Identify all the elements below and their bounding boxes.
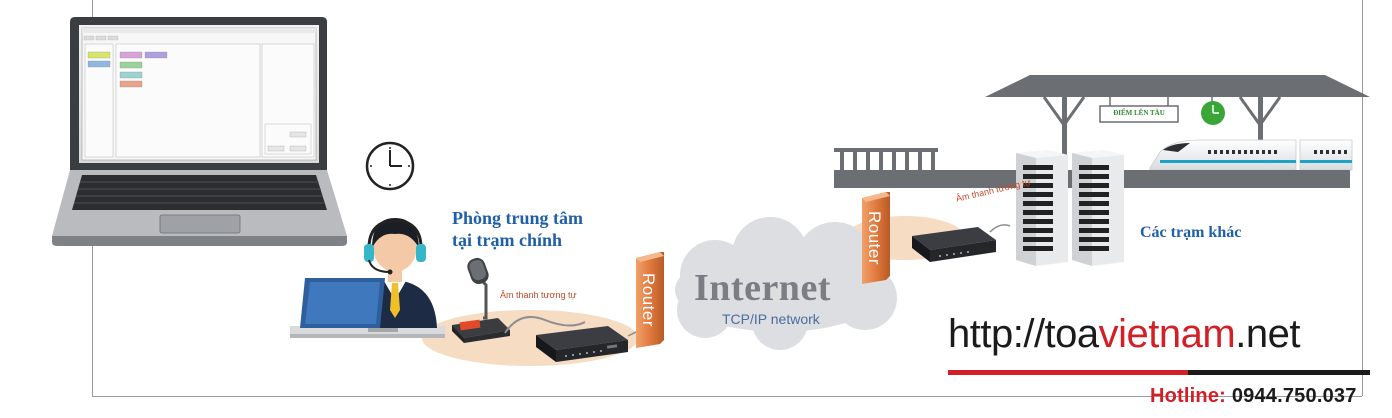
- touchpad: [159, 214, 241, 234]
- train: [1149, 139, 1297, 171]
- ip-audio-interface-left: [536, 326, 628, 362]
- desk-monitor: [300, 278, 398, 332]
- clock-icon: [365, 141, 415, 191]
- url-suffix: .net: [1235, 312, 1300, 356]
- hotline-label: Hotline:: [1150, 385, 1227, 407]
- laptop: [52, 17, 347, 246]
- router-right-label: Router: [865, 211, 884, 265]
- website-url[interactable]: http://toavietnam.net: [948, 312, 1300, 357]
- central-station-line2: tại trạm chính: [452, 230, 562, 250]
- other-stations-label: Các trạm khác: [1140, 224, 1242, 241]
- frame-right-line: [1362, 0, 1363, 396]
- internet-cloud: [675, 217, 897, 350]
- paging-microphone: [452, 257, 510, 343]
- router-left: [636, 252, 664, 348]
- central-station-line1: Phòng trung tâm: [452, 208, 584, 228]
- router-left-label: Router: [639, 273, 658, 327]
- url-underline-red: [948, 370, 1188, 375]
- internet-subtitle: TCP/IP network: [722, 311, 820, 327]
- central-station-label: Phòng trung tâm tại trạm chính: [452, 207, 583, 251]
- internet-title: Internet: [694, 267, 831, 309]
- platform-sign: [1099, 105, 1179, 123]
- frame-bottom-line: [92, 396, 1362, 397]
- hotline-number: 0944.750.037: [1231, 385, 1357, 407]
- url-underline-black: [1188, 370, 1370, 375]
- hotline: Hotline: 0944.750.037: [1150, 385, 1357, 408]
- url-prefix: http://toa: [948, 312, 1099, 356]
- speaker-columns: [1016, 150, 1124, 266]
- url-highlight: vietnam: [1098, 312, 1236, 356]
- platform-sign-text: ĐIỂM LÊN TÀU: [1113, 109, 1165, 117]
- router-right: [862, 192, 890, 284]
- ip-audio-interface-right: [912, 227, 996, 262]
- operator-desk: [290, 326, 445, 338]
- audio-label-left: Âm thanh tương tự: [500, 290, 577, 300]
